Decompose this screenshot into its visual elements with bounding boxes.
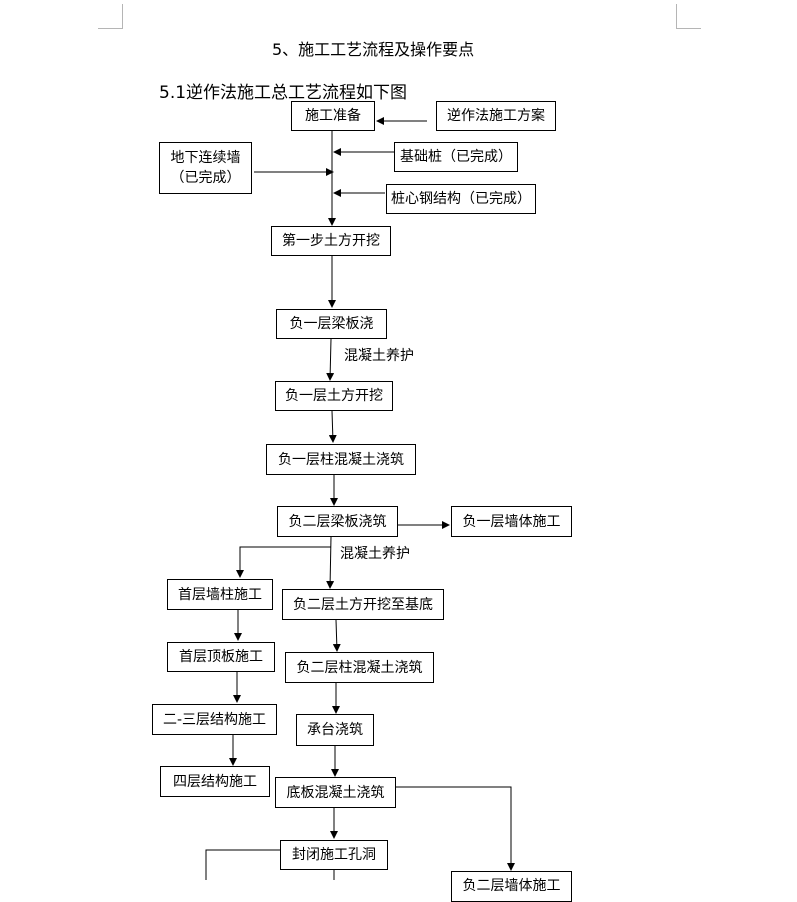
connector-b2exc-to-b2col [332,619,341,652]
box-base-slab-pour: 底板混凝土浇筑 [275,777,396,808]
connector-base-to-b2wall [396,786,515,871]
page-margin-corner-top-left [98,4,123,29]
box-pile-steel-structure: 桩心钢结构（已完成） [386,184,536,214]
box-top-down-plan: 逆作法施工方案 [436,101,556,131]
box-f4-structure: 四层结构施工 [160,766,270,797]
box-f2-f3-structure: 二-三层结构施工 [152,704,277,735]
box-b2-wall-partial: 负二层墙体施工 [451,871,572,902]
connector-seal-to-left [205,849,280,880]
box-pile-cap-pour: 承台浇筑 [296,714,374,746]
connector-b1slab-to-b1exc [326,338,335,381]
box-b1-excavation: 负一层土方开挖 [275,381,393,411]
box-f1-wall-column: 首层墙柱施工 [167,579,273,610]
box-diaphragm-wall-line1: 地下连续墙 [170,150,241,166]
connector-branch-to-f1wall [236,546,331,578]
box-construction-prep: 施工准备 [291,101,375,131]
box-b2-column-pour: 负二层柱混凝土浇筑 [285,652,434,683]
box-f1-roof-slab: 首层顶板施工 [167,642,275,672]
page-margin-corner-top-right [676,4,701,29]
box-diaphragm-wall-line2: （已完成） [170,170,241,186]
box-b2-excavation: 负二层土方开挖至基底 [282,589,444,620]
connector-b1exc-to-b1col [328,410,337,443]
connector-b2slab-to-b2exc [326,536,335,589]
box-seal-holes: 封闭施工孔洞 [280,840,388,870]
box-foundation-pile: 基础桩（已完成） [394,142,518,172]
label-curing-2: 混凝土养护 [340,546,410,562]
box-step1-excavation: 第一步土方开挖 [271,226,391,256]
box-b2-slab-pour: 负二层梁板浇筑 [277,506,398,537]
flowchart-connectors [205,117,515,880]
label-curing-1: 混凝土养护 [344,348,414,364]
document-page: 5、施工工艺流程及操作要点 5.1逆作法施工总工艺流程如下图 [98,4,701,902]
box-b1-column-pour: 负一层柱混凝土浇筑 [266,444,416,475]
subsection-title: 5.1逆作法施工总工艺流程如下图 [159,83,408,103]
box-b1-slab-pour: 负一层梁板浇 [276,309,387,339]
section-title: 5、施工工艺流程及操作要点 [272,40,475,59]
box-b1-wall: 负一层墙体施工 [451,506,572,537]
box-diaphragm-wall: 地下连续墙 （已完成） [159,142,252,194]
